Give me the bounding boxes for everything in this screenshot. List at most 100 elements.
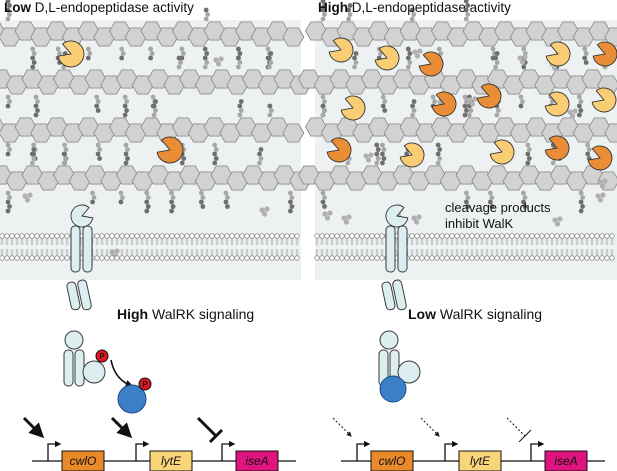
glycan-hexagon: [171, 117, 195, 137]
glycan-hexagon: [565, 75, 588, 95]
peptide-stem-bead: [466, 112, 472, 118]
endopeptidase-enzyme: [418, 51, 444, 77]
peptide-stem-bead: [202, 64, 208, 70]
glycan-hexagon: [21, 69, 44, 89]
peptide-stem-bead: [465, 12, 471, 17]
lipid-head: [489, 233, 495, 239]
peptide-stem-bead: [212, 142, 218, 148]
lipid-head: [159, 255, 165, 261]
peptide-stem-bead: [30, 64, 36, 70]
cleavage-fragment: [346, 214, 352, 220]
lipid-head: [314, 233, 320, 239]
peptide-stem-bead: [120, 195, 125, 200]
peptide-stem-bead: [118, 199, 124, 205]
peptide-stem-bead: [35, 108, 40, 113]
peptide-stem-bead: [520, 99, 525, 104]
lipid-head: [199, 233, 205, 239]
glycan-hexagon: [140, 21, 163, 41]
glycan-hexagon: [52, 69, 76, 89]
peptide-stem-bead: [405, 64, 411, 70]
glycan-hexagon: [446, 123, 469, 143]
glycan-hexagon: [408, 171, 431, 191]
lipid-head: [464, 233, 470, 239]
peptide-stem-bead: [518, 94, 524, 100]
endopeptidase-enzyme: [156, 136, 184, 164]
cleavage-fragment: [363, 153, 369, 159]
lipid-head: [49, 255, 55, 261]
peptide-stem-bead: [463, 190, 469, 196]
peptide-stem-bead: [151, 112, 157, 118]
peptide-stem-bead: [410, 112, 415, 118]
lipid-head: [344, 255, 350, 261]
peptide-stem-bead: [405, 55, 411, 61]
peptide-stem-bead: [380, 160, 385, 166]
lipid-head: [274, 233, 280, 239]
lipid-head: [64, 233, 70, 239]
lipid-head: [234, 255, 240, 261]
cytoplasmic-helix: [66, 281, 81, 311]
peptide-stem-bead: [148, 55, 154, 61]
endopeptidase-enzyme: [374, 45, 400, 71]
glycan-hexagon: [108, 117, 132, 137]
peptide-stem-bead: [123, 160, 129, 166]
peptide-stem-bead: [436, 46, 442, 52]
peptide-stem-bead: [410, 103, 415, 109]
peptide-stem-bead: [353, 51, 359, 56]
glycan-hexagon: [604, 123, 617, 143]
peptide-stem-bead: [170, 195, 176, 200]
cleavage-fragment: [109, 249, 115, 255]
peptide-stem-bead: [494, 112, 500, 118]
glycan-hexagon: [282, 27, 305, 47]
glycan-hexagon: [93, 123, 116, 143]
glycan-hexagon: [115, 69, 139, 89]
peptide-stem-bead: [265, 46, 271, 52]
peptide-stem-bead: [322, 195, 327, 200]
peptide-stem-bead: [61, 160, 67, 166]
svg-text:P: P: [142, 380, 148, 389]
lipid-head: [374, 255, 380, 261]
peptide-stem-bead: [198, 199, 204, 205]
peptide-stem-bead: [35, 99, 40, 104]
lipid-head: [324, 255, 330, 261]
glycan-hexagon: [604, 27, 617, 47]
promoter-arrow: [530, 440, 545, 461]
catalytic-domain: [82, 360, 106, 384]
lipid-head: [379, 233, 385, 239]
cleavage-fragment: [416, 214, 422, 220]
glycan-hexagon: [367, 21, 391, 41]
peptide-stem-bead: [212, 160, 218, 166]
lipid-head: [454, 233, 460, 239]
cleavage-fragment: [22, 193, 28, 199]
lipid-head: [514, 233, 520, 239]
cleavage-fragment: [554, 221, 561, 227]
lipid-head: [519, 233, 525, 239]
lipid-head: [169, 255, 175, 261]
cleavage-fragment: [413, 219, 420, 225]
peptide-stem-bead: [463, 199, 469, 205]
glycan-hexagon: [203, 117, 226, 137]
lipid-head: [434, 255, 440, 261]
lipid-head: [584, 233, 590, 239]
lipid-head: [374, 233, 380, 239]
cleavage-fragment: [215, 61, 222, 67]
lipid-head: [29, 255, 35, 261]
glycan-hexagon: [534, 171, 557, 191]
lipid-head: [454, 255, 460, 261]
glycan-hexagon: [297, 69, 321, 89]
peptide-stem-bead: [268, 108, 274, 113]
peptide-stem-bead: [29, 160, 35, 166]
peptide-stem-bead: [493, 55, 499, 61]
peptide-stem-bead: [525, 151, 531, 157]
glycan-hexagon: [478, 27, 501, 47]
peptide-stem-bead: [169, 190, 175, 196]
lipid-head: [209, 255, 215, 261]
lipid-head: [174, 255, 180, 261]
glycan-hexagon: [313, 75, 336, 95]
endopeptidase-enzyme: [385, 204, 409, 228]
lipid-head: [504, 255, 510, 261]
glycan-hexagon: [360, 165, 384, 185]
peptide-stem-bead: [345, 160, 351, 166]
cleavage-fragment: [522, 54, 528, 60]
peptide-stem-bead: [522, 195, 528, 200]
